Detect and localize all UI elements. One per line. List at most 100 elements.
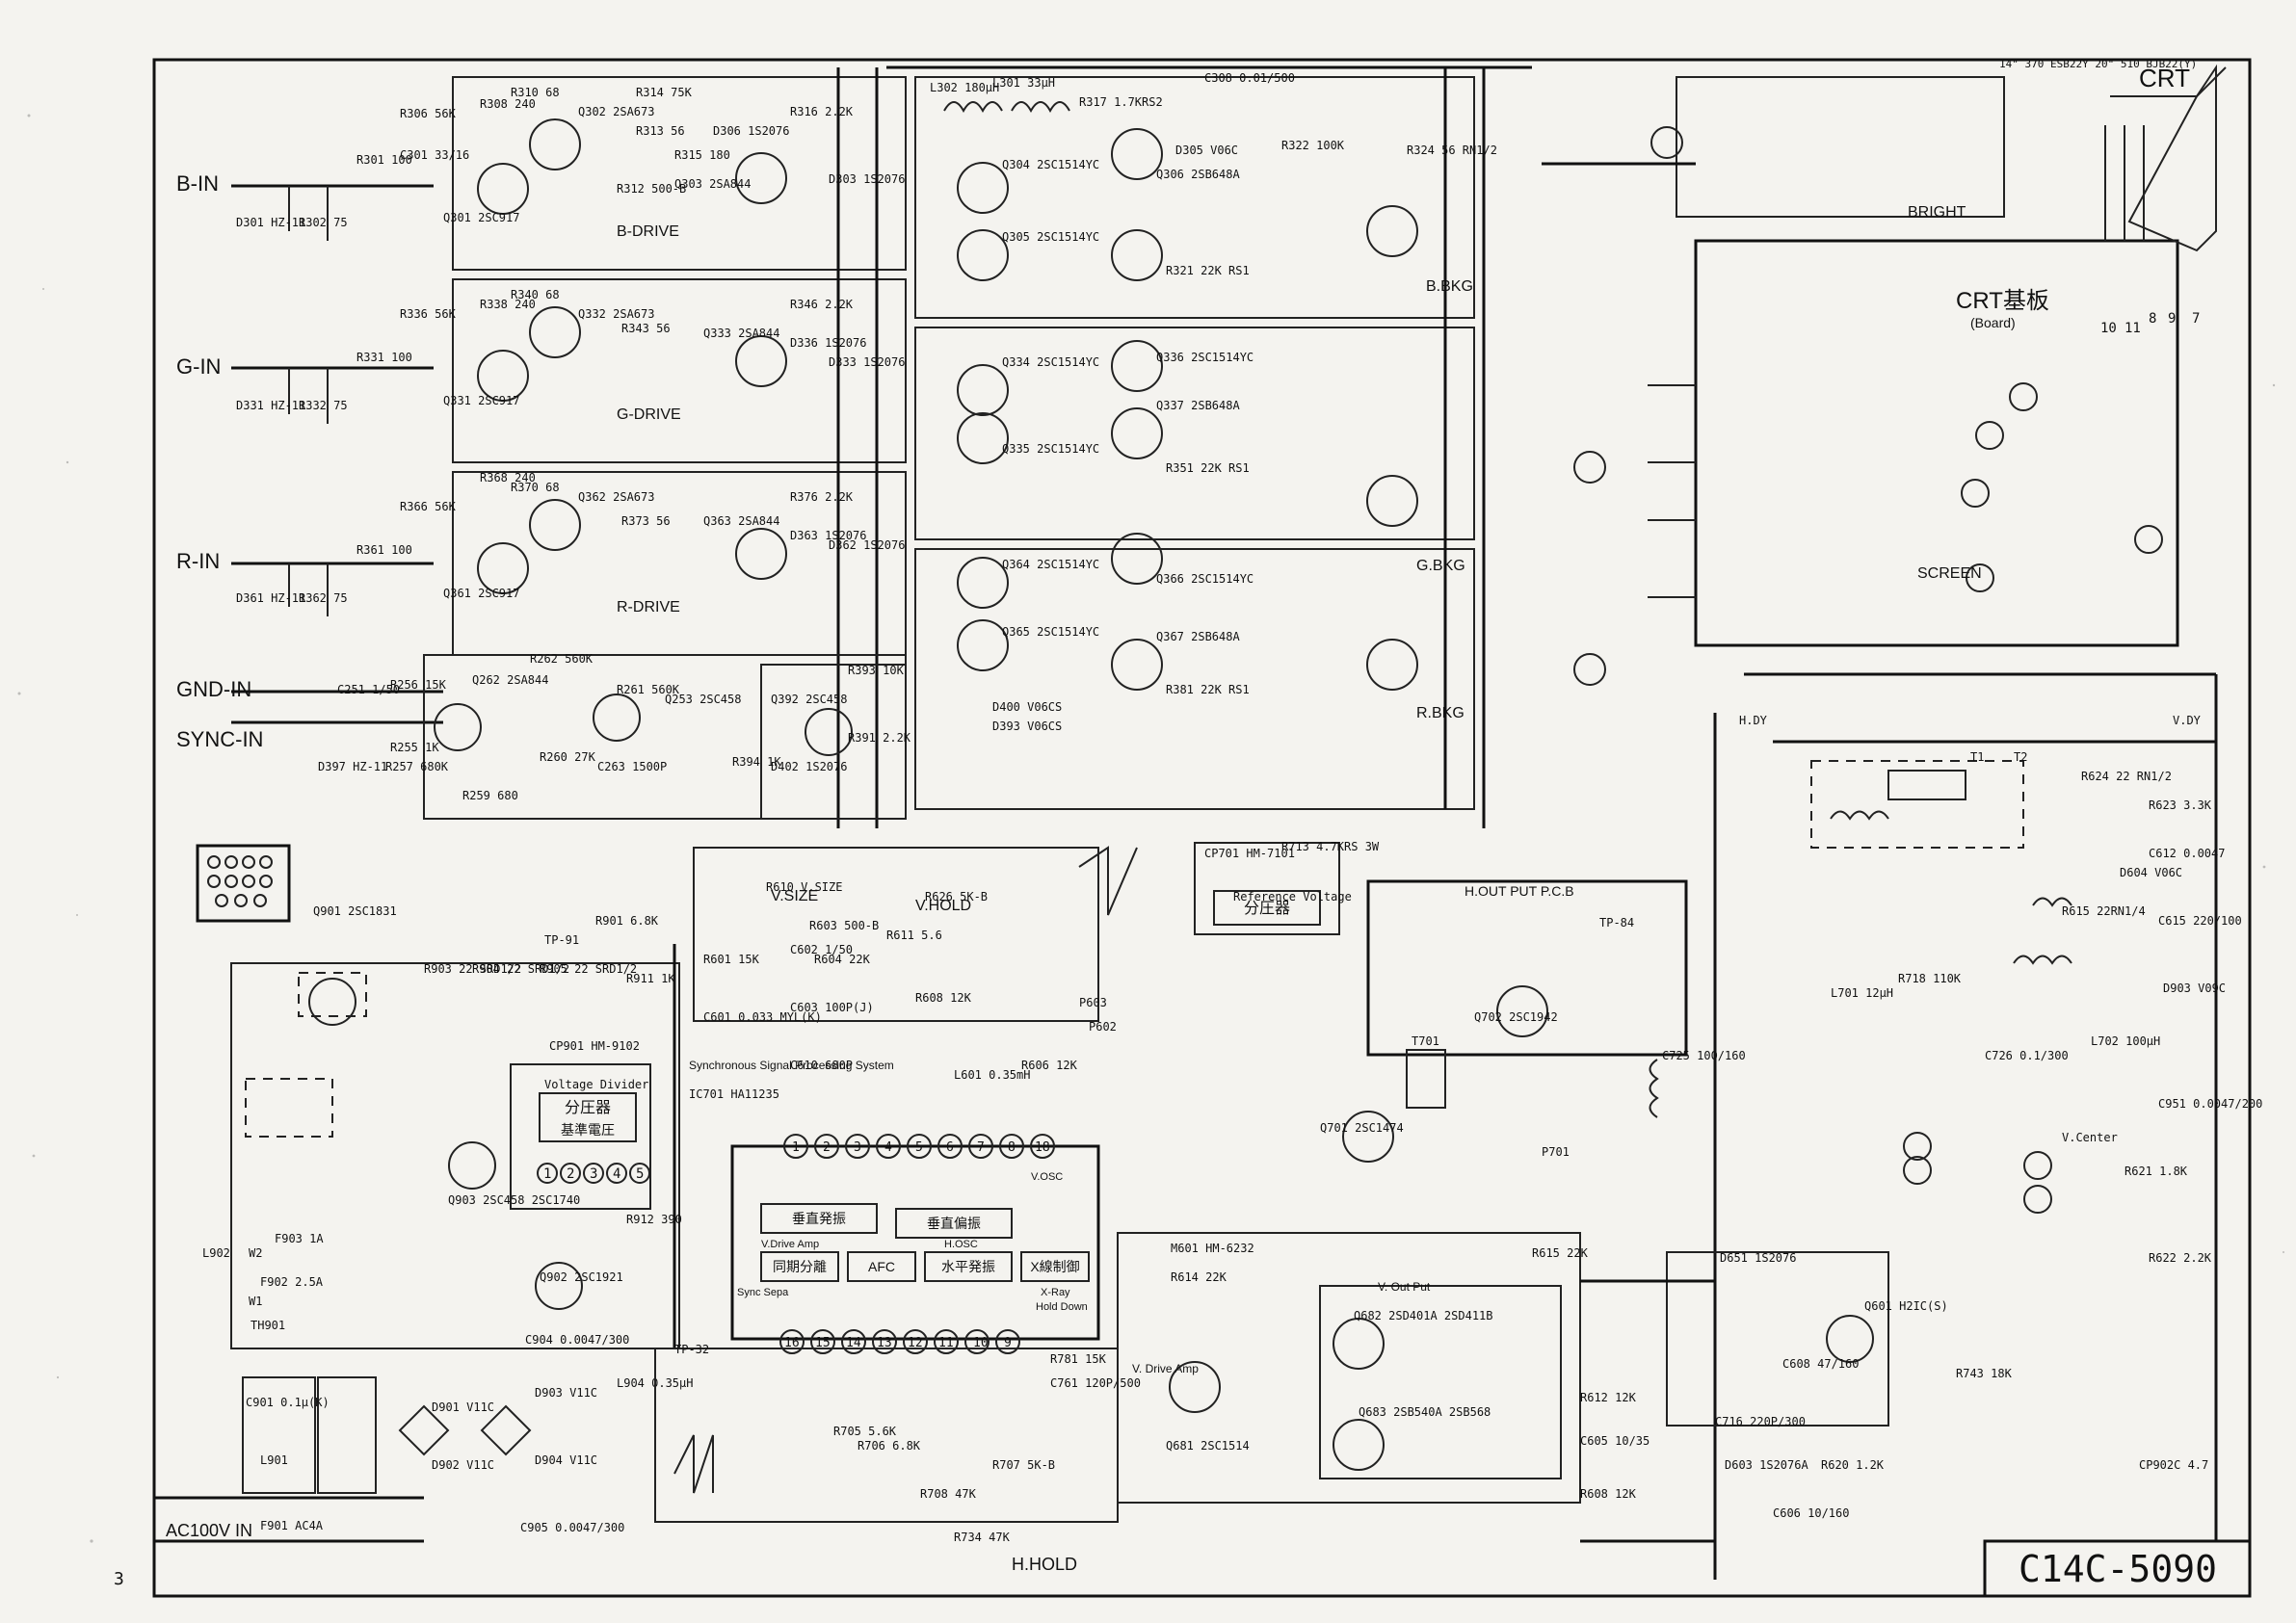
- v-output-label: V. Out Put: [1378, 1280, 1431, 1294]
- component-label: R624 22 RN1/2: [2081, 770, 2172, 783]
- component-label: Q361 2SC917: [443, 587, 519, 600]
- component-label: R622 2.2K: [2149, 1251, 2212, 1265]
- sync-component-labels: R256 15K Q262 2SA844 R262 560K R261 560K…: [318, 652, 911, 802]
- component-label: L301 33μH: [992, 76, 1055, 90]
- component-label: W2: [249, 1246, 262, 1260]
- ic-pin: 2: [823, 1140, 831, 1155]
- component-label: C726 0.1/300: [1985, 1049, 2069, 1062]
- drive-label-b: B-DRIVE: [617, 223, 679, 240]
- component-label: R381 22K RS1: [1166, 683, 1250, 696]
- component-label: D651 1S2076: [1720, 1251, 1796, 1265]
- component-label: R314 75K: [636, 86, 693, 99]
- power-supply-section: [154, 944, 680, 1543]
- divider-pin: 1: [543, 1166, 551, 1182]
- component-label: D903 V11C: [535, 1386, 597, 1400]
- divider-pins: 1 2 3 4 5: [537, 1163, 650, 1184]
- component-label: Q262 2SA844: [472, 673, 548, 687]
- component-label: T701: [1412, 1034, 1439, 1048]
- component-label: Q302 2SA673: [578, 105, 654, 118]
- component-label: R310 68: [511, 86, 560, 99]
- component-label: R368 240: [480, 471, 536, 484]
- component-label: W1: [249, 1295, 262, 1308]
- component-label: Q301 2SC917: [443, 211, 519, 224]
- h-output-pcb-label: H.OUT PUT P.C.B: [1465, 883, 1574, 899]
- component-label: L901: [260, 1453, 288, 1467]
- component-label: D361 HZ-11: [236, 591, 305, 605]
- divider-sub: 基準電圧: [561, 1122, 615, 1138]
- component-label: D903 V09C: [2163, 982, 2226, 995]
- component-label: D305 V06C: [1175, 144, 1238, 157]
- component-label: D901 V11C: [432, 1400, 494, 1414]
- input-sync-label: SYNC-IN: [176, 727, 263, 751]
- component-label: R361 100: [356, 543, 412, 557]
- component-label: P603: [1079, 996, 1107, 1009]
- component-label: H.DY: [1739, 714, 1768, 727]
- component-label: R257 680K: [385, 760, 449, 773]
- component-label: R620 1.2K: [1821, 1458, 1885, 1472]
- component-label: R904 22 SRD1/2: [472, 962, 569, 976]
- crt-pins: 10 11 8 9 7: [2100, 311, 2200, 336]
- component-label: R708 47K: [920, 1487, 977, 1501]
- crt-pin: 10: [2100, 321, 2117, 336]
- component-label: T2: [2014, 750, 2027, 764]
- component-label: D604 V06C: [2120, 866, 2182, 879]
- component-label: R626 5K-B: [925, 890, 988, 903]
- component-label: R781 15K: [1050, 1352, 1107, 1366]
- crt-pin: 7: [2192, 311, 2200, 327]
- ic-block: 水平発振: [941, 1259, 995, 1274]
- component-label: Q367 2SB648A: [1156, 630, 1240, 643]
- component-label: C263 1500P: [597, 760, 667, 773]
- output-amp-section: [914, 67, 1486, 828]
- ic-pins: 1 2 3 4 5 6 7 8 18 16 15 14 13 12 11 10 …: [779, 1134, 1055, 1354]
- component-label: C951 0.0047/200: [2158, 1097, 2262, 1111]
- component-label: TH901: [251, 1319, 285, 1332]
- component-label: R262 560K: [530, 652, 594, 666]
- component-label: Q253 2SC458: [665, 693, 741, 706]
- ic-pin: 15: [815, 1336, 831, 1350]
- scan-specks: [17, 114, 2284, 1543]
- bkg-label-g: G.BKG: [1416, 558, 1465, 574]
- divider-box: [539, 1092, 637, 1142]
- component-label: R705 5.6K: [833, 1425, 897, 1438]
- component-label: R346 2.2K: [790, 298, 854, 311]
- hv-component-labels: CP701 HM-7101 R713 4.7KRS 3W TP-84 Q701 …: [1204, 714, 2262, 1472]
- component-label: C905 0.0047/300: [520, 1521, 624, 1534]
- bkg-label-r: R.BKG: [1416, 705, 1465, 721]
- component-label: R608 12K: [1580, 1487, 1637, 1501]
- component-label: C603 100P(J): [790, 1001, 874, 1014]
- component-label: R393 10K: [848, 664, 905, 677]
- v-drive-label: V. Drive Amp: [1132, 1362, 1199, 1375]
- component-label: D331 HZ-11: [236, 399, 305, 412]
- ic-pin: 7: [977, 1140, 985, 1155]
- component-label: M601 HM-6232: [1171, 1242, 1254, 1255]
- component-label: C610 680P: [790, 1059, 853, 1072]
- component-label: D301 HZ-11: [236, 216, 305, 229]
- component-label: T1: [1970, 750, 1984, 764]
- ic-block: Hold Down: [1036, 1301, 1088, 1313]
- component-label: R316 2.2K: [790, 105, 854, 118]
- component-label: L302 180μH: [930, 81, 999, 94]
- ic-pin: 1: [792, 1140, 800, 1155]
- component-label: Q683 2SB540A 2SB568: [1359, 1405, 1491, 1419]
- component-label: R322 100K: [1281, 139, 1345, 152]
- ic-pin: 4: [884, 1140, 892, 1155]
- component-label: R601 15K: [703, 953, 760, 966]
- video-input-section: [231, 65, 1532, 828]
- component-label: P602: [1089, 1020, 1117, 1034]
- component-label: Q334 2SC1514YC: [1002, 355, 1099, 369]
- divider-title-2: 分圧器: [1244, 900, 1290, 917]
- input-connector: [196, 844, 291, 923]
- component-label: R351 22K RS1: [1166, 461, 1250, 475]
- divider-pin: 5: [636, 1166, 644, 1182]
- component-label: R338 240: [480, 298, 536, 311]
- model-number: C14C-5090: [2019, 1548, 2217, 1590]
- component-label: IC701 HA11235: [689, 1087, 779, 1101]
- component-label: Q901 2SC1831: [313, 904, 397, 918]
- component-label: R610 V.SIZE: [766, 880, 842, 894]
- component-label: R707 5K-B: [992, 1458, 1055, 1472]
- component-label: Q331 2SC917: [443, 394, 519, 407]
- input-b-label: B-IN: [176, 171, 219, 196]
- component-label: C301 33/16: [400, 148, 469, 162]
- ic-block: Sync Sepa: [737, 1287, 789, 1298]
- component-label: D336 1S2076: [790, 336, 866, 350]
